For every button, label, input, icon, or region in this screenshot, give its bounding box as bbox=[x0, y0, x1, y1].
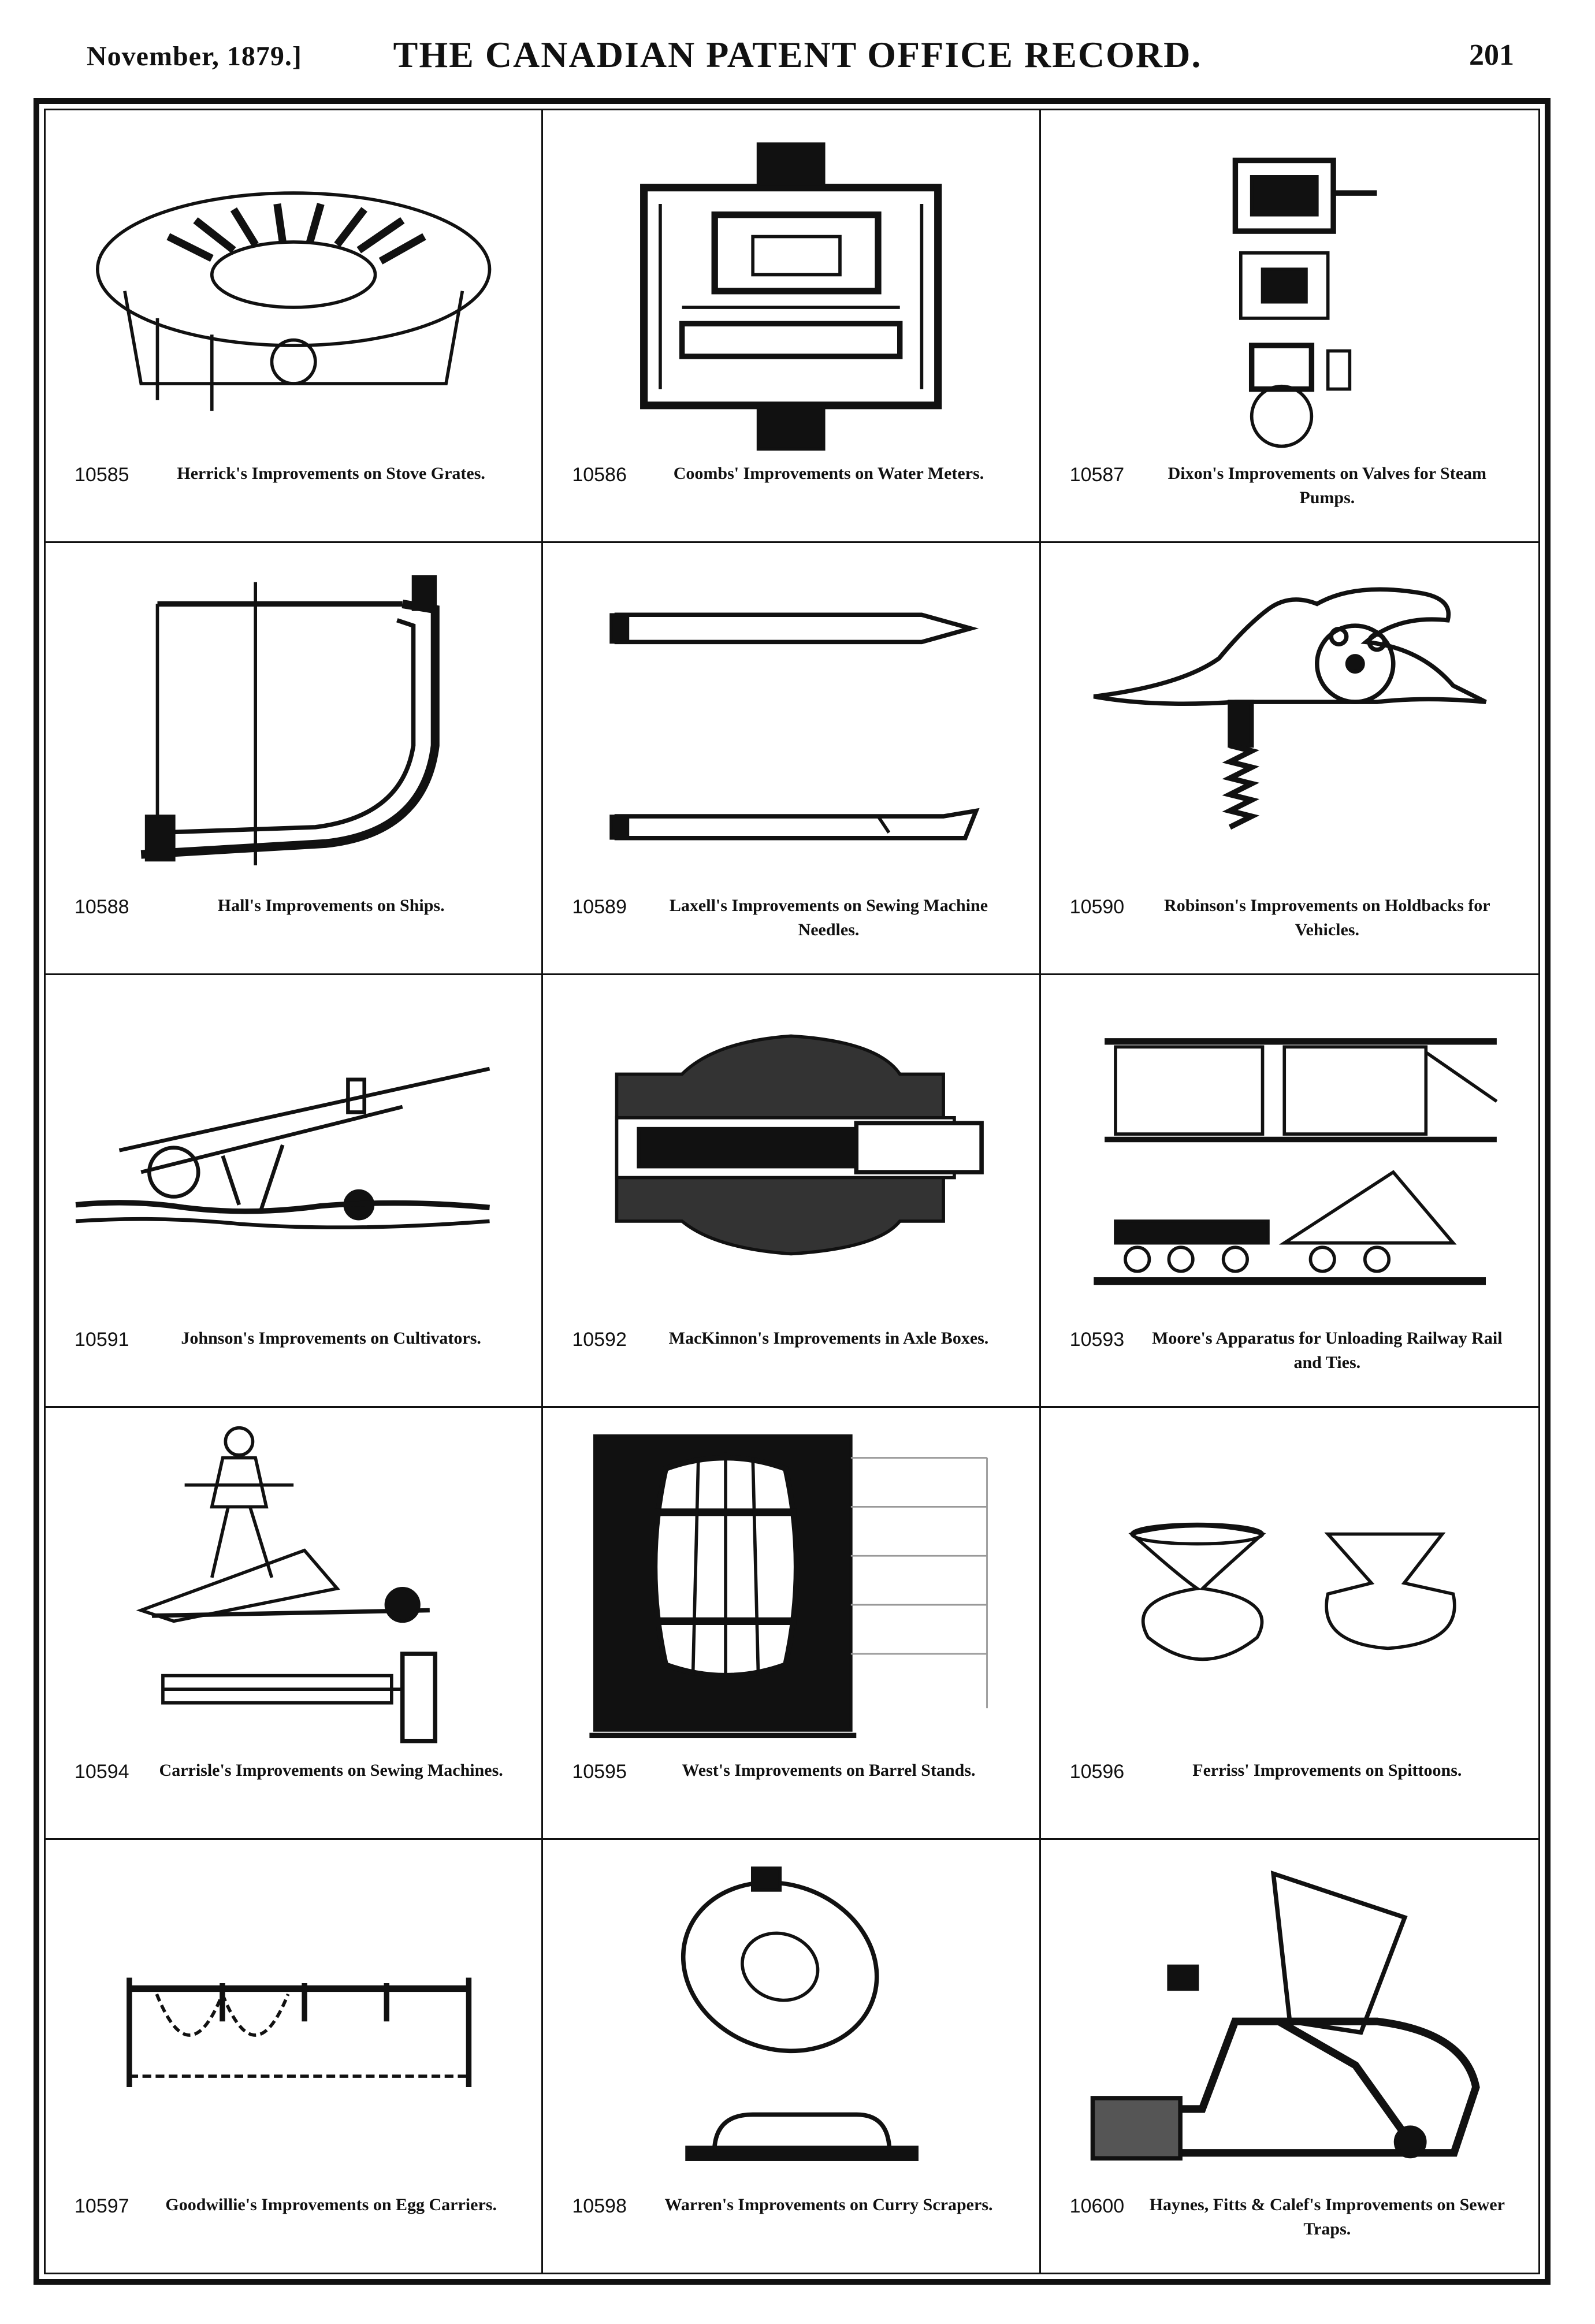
patent-cell: 10594 Carrisle's Improvements on Sewing … bbox=[46, 1407, 544, 1840]
patent-number: 10598 bbox=[572, 2195, 627, 2217]
patent-cell: 10596 Ferriss' Improvements on Spittoons… bbox=[1040, 1408, 1538, 1840]
patent-cell: 10590 Robinson's Improvements on Holdbac… bbox=[1040, 543, 1538, 976]
patent-grid: 10585 Herrick's Improvements on Stove Gr… bbox=[44, 109, 1540, 2274]
patent-cell: 10595 West's Improvements on Barrel Stan… bbox=[543, 1407, 1041, 1840]
sewer-trap-illustration bbox=[1064, 1857, 1515, 2186]
patent-number: 10586 bbox=[572, 463, 627, 486]
patent-number: 10593 bbox=[1069, 1328, 1125, 1351]
patent-title: MacKinnon's Improvements in Axle Boxes. bbox=[668, 1328, 989, 1348]
patent-number: 10596 bbox=[1069, 1761, 1125, 1783]
patent-number: 10591 bbox=[75, 1328, 129, 1351]
barrel-stand-illustration bbox=[566, 1425, 1016, 1752]
cultivator-illustration bbox=[69, 992, 518, 1319]
patent-title: Goodwillie's Improvements on Egg Carrier… bbox=[165, 2195, 497, 2214]
page-header: November, 1879.] THE CANADIAN PATENT OFF… bbox=[0, 0, 1595, 92]
patent-cell: 10587 Dixon's Improvements on Valves for… bbox=[1040, 110, 1538, 543]
egg-carrier-illustration bbox=[69, 1857, 518, 2186]
ship-hull-illustration bbox=[69, 560, 518, 887]
patent-cell: 10585 Herrick's Improvements on Stove Gr… bbox=[46, 110, 544, 543]
patent-number: 10585 bbox=[75, 463, 129, 486]
patent-title: Moore's Apparatus for Unloading Railway … bbox=[1152, 1328, 1503, 1372]
patent-cell: 10597 Goodwillie's Improvements on Egg C… bbox=[46, 1840, 544, 2273]
publication-title: THE CANADIAN PATENT OFFICE RECORD. bbox=[393, 34, 1202, 75]
patent-number: 10595 bbox=[572, 1761, 627, 1783]
patent-title: West's Improvements on Barrel Stands. bbox=[682, 1761, 976, 1780]
patent-cell: 10600 Haynes, Fitts & Calef's Improvemen… bbox=[1041, 1840, 1538, 2273]
axle-box-illustration bbox=[566, 992, 1016, 1319]
stove-grate-illustration bbox=[69, 128, 518, 455]
railway-unloader-illustration bbox=[1064, 992, 1515, 1319]
holdback-illustration bbox=[1064, 560, 1515, 887]
patent-number: 10590 bbox=[1069, 896, 1125, 919]
patent-title: Ferriss' Improvements on Spittoons. bbox=[1192, 1761, 1462, 1780]
steam-valve-illustration bbox=[1064, 128, 1515, 455]
needle-illustration bbox=[566, 560, 1016, 887]
patent-cell: 10592 MacKinnon's Improvements in Axle B… bbox=[543, 975, 1041, 1408]
spittoon-illustration bbox=[1064, 1425, 1515, 1752]
patent-number: 10594 bbox=[75, 1761, 129, 1783]
patent-cell: 10593 Moore's Apparatus for Unloading Ra… bbox=[1040, 975, 1538, 1408]
patent-title: Coombs' Improvements on Water Meters. bbox=[673, 463, 984, 483]
patent-title: Haynes, Fitts & Calef's Improvements on … bbox=[1149, 2195, 1505, 2239]
patent-title: Dixon's Improvements on Valves for Steam… bbox=[1168, 463, 1487, 507]
patent-cell: 10589 Laxell's Improvements on Sewing Ma… bbox=[543, 542, 1041, 976]
patent-number: 10600 bbox=[1069, 2195, 1125, 2217]
water-meter-illustration bbox=[566, 128, 1016, 455]
patent-title: Laxell's Improvements on Sewing Machine … bbox=[669, 896, 988, 940]
patent-number: 10588 bbox=[75, 896, 129, 919]
curry-scraper-illustration bbox=[566, 1857, 1016, 2186]
patent-title: Warren's Improvements on Curry Scrapers. bbox=[664, 2195, 993, 2214]
patent-cell: 10591 Johnson's Improvements on Cultivat… bbox=[46, 975, 544, 1408]
patent-title: Robinson's Improvements on Holdbacks for… bbox=[1164, 896, 1490, 940]
patent-cell: 10588 Hall's Improvements on Ships. bbox=[46, 542, 544, 976]
patent-cell: 10586 Coombs' Improvements on Water Mete… bbox=[543, 110, 1041, 543]
issue-date: November, 1879.] bbox=[87, 41, 302, 72]
page-number: 201 bbox=[1469, 39, 1514, 72]
patent-title: Carrisle's Improvements on Sewing Machin… bbox=[159, 1761, 503, 1780]
patent-number: 10587 bbox=[1069, 463, 1125, 486]
patent-number: 10597 bbox=[75, 2195, 129, 2217]
sewing-machine-illustration bbox=[69, 1425, 518, 1752]
patent-cell: 10598 Warren's Improvements on Curry Scr… bbox=[543, 1840, 1041, 2273]
patent-title: Herrick's Improvements on Stove Grates. bbox=[177, 463, 485, 483]
patent-number: 10592 bbox=[572, 1328, 627, 1351]
patent-number: 10589 bbox=[572, 896, 627, 919]
patent-title: Hall's Improvements on Ships. bbox=[217, 896, 445, 916]
plate-frame: 10585 Herrick's Improvements on Stove Gr… bbox=[34, 98, 1551, 2285]
patent-title: Johnson's Improvements on Cultivators. bbox=[181, 1328, 481, 1348]
